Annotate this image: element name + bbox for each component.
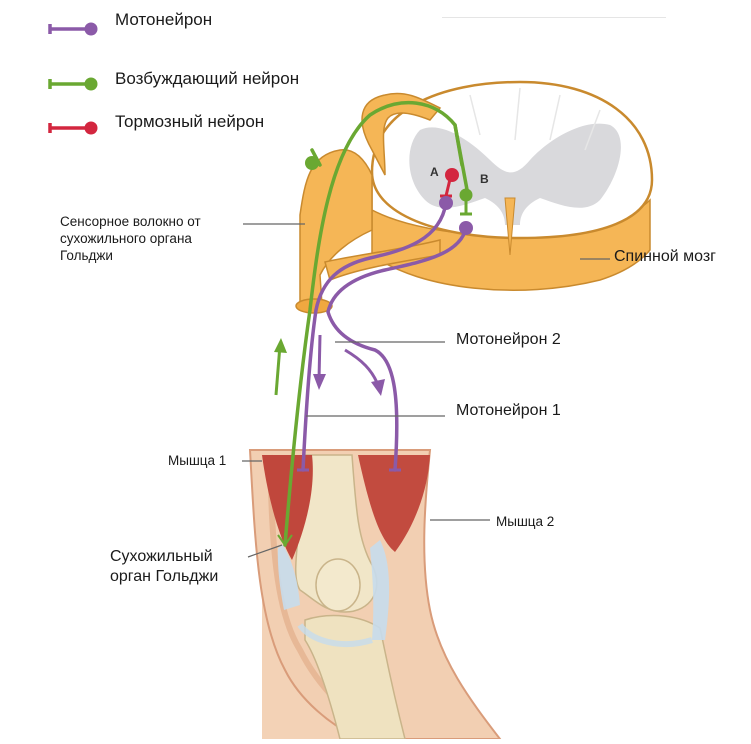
interneuron-b-label: B xyxy=(480,172,489,186)
arrow-motor-2-down xyxy=(344,348,385,396)
motor-neuron-2-soma xyxy=(459,221,473,235)
arrow-motor-1-down xyxy=(313,334,326,390)
golgi-organ-label: Сухожильный орган Гольджи xyxy=(110,548,219,585)
leg xyxy=(248,449,503,742)
muscle-2 xyxy=(358,455,430,552)
legend-inhibitory-label: Тормозный нейрон xyxy=(115,112,265,131)
spinal-cord-label: Спинной мозг xyxy=(614,248,716,265)
legend-motor-label: Мотонейрон xyxy=(115,10,213,29)
tendon-2 xyxy=(370,540,390,640)
dorsal-root xyxy=(361,92,442,176)
excitatory-interneuron-b xyxy=(459,188,473,216)
tibia xyxy=(304,614,406,740)
legend-inhibitory-icon xyxy=(48,121,98,135)
patella xyxy=(315,558,361,612)
motor-neuron-2-label: Мотонейрон 2 xyxy=(456,331,561,348)
muscle-1-label: Мышца 1 xyxy=(168,453,227,468)
leader-lines xyxy=(242,223,610,558)
tendon-1 xyxy=(277,545,300,610)
sensory-ganglion-cell xyxy=(305,156,319,170)
legend-excitatory-icon xyxy=(48,77,98,91)
top-divider xyxy=(442,17,666,18)
motor-neuron-1-soma xyxy=(439,196,453,210)
golgi-receptor-ending xyxy=(277,533,293,546)
legend-excitatory-label: Возбуждающий нейрон xyxy=(115,69,300,88)
interneuron-a-label: A xyxy=(430,165,439,179)
sensory-fiber-label: Сенсорное волокно от сухожильного органа… xyxy=(60,214,201,263)
motor-neuron-paths xyxy=(301,201,468,472)
motor-neuron-1-label: Мотонейрон 1 xyxy=(456,402,561,419)
arrow-sensory-up xyxy=(274,338,287,396)
muscle-2-label: Мышца 2 xyxy=(496,514,555,529)
legend-motor-icon xyxy=(48,22,98,36)
spinal-cord xyxy=(295,80,654,314)
